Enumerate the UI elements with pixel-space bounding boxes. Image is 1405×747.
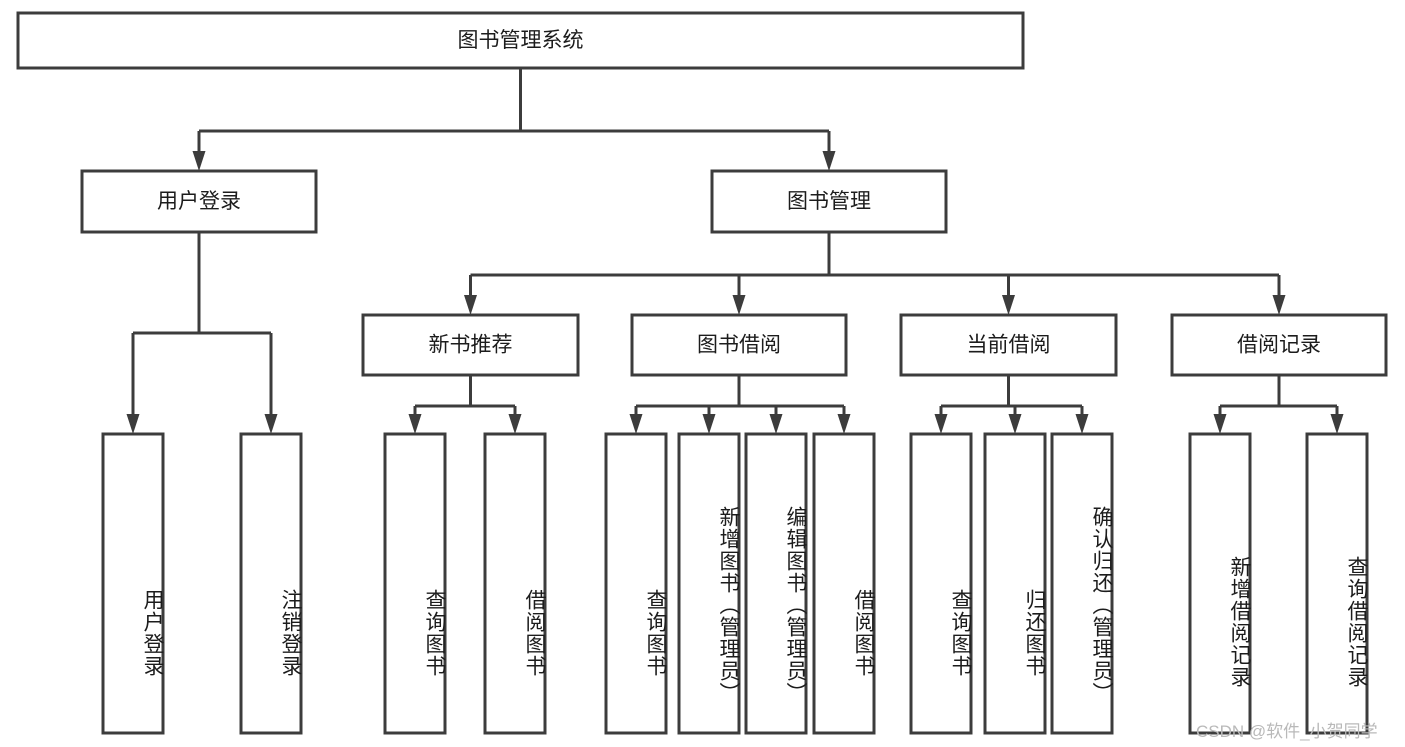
arrow-head-leaf-logout-login bbox=[264, 414, 278, 434]
arrow-head-leaf-edit-book bbox=[769, 414, 783, 434]
node-box-leaf-add-book[interactable] bbox=[677, 432, 741, 735]
node-label-book-manage: 图书管理 bbox=[787, 190, 871, 213]
node-box-leaf-edit-book[interactable] bbox=[744, 432, 808, 735]
node-box-new-book-recommend[interactable] bbox=[361, 313, 580, 377]
node-label-root: 图书管理系统 bbox=[458, 29, 584, 52]
node-label-user-login: 用户登录 bbox=[157, 190, 241, 213]
node-label-borrow-record: 借阅记录 bbox=[1237, 334, 1321, 357]
connector-layer bbox=[126, 68, 1344, 434]
node-box-leaf-borrow-book-recommend[interactable] bbox=[483, 432, 547, 735]
node-box-leaf-borrow-book[interactable] bbox=[812, 432, 876, 735]
arrow-head-leaf-user-login bbox=[126, 414, 140, 434]
node-box-leaf-query-borrow-record[interactable] bbox=[1305, 432, 1369, 735]
node-box-book-borrow[interactable] bbox=[630, 313, 848, 377]
arrow-head-book-borrow bbox=[732, 295, 746, 315]
node-box-leaf-logout-login[interactable] bbox=[239, 432, 303, 735]
node-label-new-book-recommend: 新书推荐 bbox=[429, 334, 513, 357]
node-box-leaf-query-book-recommend[interactable] bbox=[383, 432, 447, 735]
arrow-head-leaf-query-book-current bbox=[934, 414, 948, 434]
node-box-user-login[interactable] bbox=[80, 169, 318, 234]
node-label-current-borrow: 当前借阅 bbox=[967, 334, 1051, 357]
node-box-leaf-user-login[interactable] bbox=[101, 432, 165, 735]
arrow-head-leaf-borrow-book-recommend bbox=[508, 414, 522, 434]
arrow-head-user-login bbox=[192, 151, 206, 171]
node-box-leaf-add-borrow-record[interactable] bbox=[1188, 432, 1252, 735]
csdn-watermark: CSDN @软件_小贺同学 bbox=[1196, 722, 1378, 741]
node-label-book-borrow: 图书借阅 bbox=[697, 334, 781, 357]
arrow-head-new-book-recommend bbox=[464, 295, 477, 315]
arrow-head-current-borrow bbox=[1002, 295, 1015, 315]
arrow-head-leaf-query-book-borrow bbox=[629, 414, 643, 434]
node-box-leaf-confirm-return[interactable] bbox=[1050, 432, 1114, 735]
arrow-head-book-manage bbox=[822, 151, 836, 171]
node-box-layer bbox=[16, 11, 1388, 735]
arrow-head-leaf-confirm-return bbox=[1075, 414, 1089, 434]
node-box-book-manage[interactable] bbox=[710, 169, 948, 234]
node-box-root[interactable] bbox=[16, 11, 1025, 70]
arrow-head-leaf-query-book-recommend bbox=[408, 414, 422, 434]
node-box-current-borrow[interactable] bbox=[899, 313, 1118, 377]
node-box-leaf-return-book[interactable] bbox=[983, 432, 1047, 735]
node-box-leaf-query-book-current[interactable] bbox=[909, 432, 973, 735]
arrow-head-leaf-borrow-book bbox=[837, 414, 851, 434]
node-box-borrow-record[interactable] bbox=[1170, 313, 1388, 377]
arrow-head-leaf-return-book bbox=[1008, 414, 1022, 434]
arrow-head-leaf-add-borrow-record bbox=[1213, 414, 1227, 434]
node-box-leaf-query-book-borrow[interactable] bbox=[604, 432, 668, 735]
arrow-head-leaf-add-book bbox=[702, 414, 716, 434]
arrow-head-leaf-query-borrow-record bbox=[1330, 414, 1344, 434]
arrow-head-borrow-record bbox=[1272, 295, 1286, 315]
